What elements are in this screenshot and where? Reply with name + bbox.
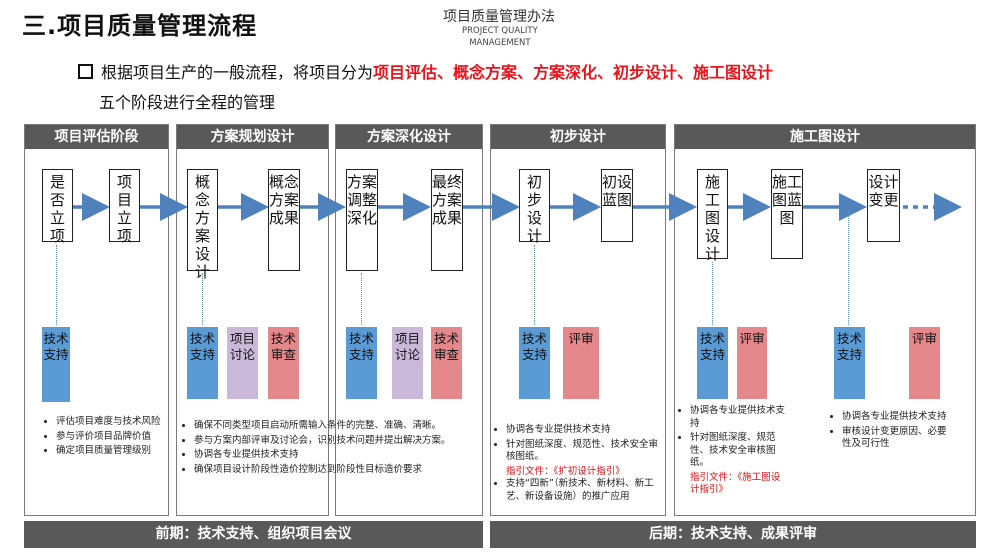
stage-box: 最终方案成果 (431, 169, 463, 271)
note-item: 评估项目难度与技术风险 (56, 416, 162, 429)
logo-subtitle-line1: PROJECT QUALITY (462, 26, 538, 36)
tag-review: 评审 (909, 327, 940, 399)
intro-line2: 五个阶段进行全程的管理 (99, 93, 276, 112)
intro-text: 根据项目生产的一般流程，将项目分为项目评估、概念方案、方案深化、初步设计、施工图… (78, 58, 773, 118)
tag-tech-support: 技术支持 (697, 327, 728, 399)
note-item: 协调各专业提供技术支持 (506, 424, 662, 437)
logo-subtitle-line2: MANAGEMENT (469, 38, 531, 48)
column-header: 初步设计 (491, 125, 665, 149)
stage-box: 初步设计 (519, 169, 550, 245)
footer-early-phase: 前期：技术支持、组织项目会议 (24, 521, 483, 548)
column-header: 项目评估阶段 (25, 125, 168, 149)
tag-review: 评审 (737, 327, 767, 399)
note-item: 支持“四新”（新技术、新材料、新工艺、新设备设施）的推广应用 (506, 478, 662, 503)
note-item: 审核设计变更原因、必要性及可行性 (842, 426, 954, 451)
note-item: 针对图纸深度、规范性、技术安全审核图纸。 (690, 432, 788, 470)
stage-box: 项目立项 (109, 169, 140, 245)
notes-project-evaluation: 评估项目难度与技术风险 参与评价项目品牌价值 确定项目质量管理级别 (42, 416, 162, 460)
bullet-square-icon (78, 64, 93, 79)
tag-tech-review: 技术审查 (268, 327, 299, 399)
intro-prefix: 根据项目生产的一般流程，将项目分为 (101, 63, 374, 82)
column-scheme-planning: 方案规划设计 (176, 124, 329, 516)
stage-box: 方案调整深化 (346, 169, 378, 271)
note-item: 针对图纸深度、规范性、技术安全审核图纸。 (506, 439, 662, 464)
note-item: 确定项目质量管理级别 (56, 445, 162, 458)
notes-scheme: 确保不同类型项目启动所需输入条件的完整、准确、清晰。 参与方案内部评审及讨论会，… (180, 420, 470, 478)
note-item: 协调各专业提供技术支持 (842, 411, 954, 424)
stage-box: 施工图蓝图 (771, 169, 803, 259)
note-item: 确保不同类型项目启动所需输入条件的完整、准确、清晰。 (194, 420, 470, 433)
tag-tech-support: 技术支持 (42, 327, 70, 402)
tag-project-discussion: 项目讨论 (392, 327, 423, 399)
column-header: 施工图设计 (675, 125, 975, 149)
dotted-connector (202, 273, 203, 325)
notes-preliminary: 协调各专业提供技术支持 针对图纸深度、规范性、技术安全审核图纸。 指引文件：《扩… (492, 424, 662, 505)
dotted-connector (712, 262, 713, 325)
stage-box: 施工图设计 (697, 169, 728, 263)
note-item: 参与方案内部评审及讨论会，识别技术问题并提出解决方案。 (194, 435, 470, 448)
column-header: 方案规划设计 (177, 125, 328, 149)
stage-box: 概念方案设计 (187, 169, 218, 281)
notes-construction-b: 协调各专业提供技术支持 审核设计变更原因、必要性及可行性 (828, 411, 954, 453)
stage-box: 设计变更 (867, 169, 900, 242)
note-item: 确保项目设计阶段性造价控制达到阶段性目标造价要求 (194, 464, 470, 477)
guide-reference: 指引文件：《扩初设计指引》 (506, 465, 625, 477)
dotted-connector (361, 273, 362, 325)
stage-box: 初设蓝图 (601, 169, 633, 242)
tag-review: 评审 (563, 327, 599, 399)
tag-tech-support: 技术支持 (834, 327, 865, 399)
guide-reference: 指引文件：《施工图设计指引》 (690, 471, 781, 496)
intro-highlight: 项目评估、概念方案、方案深化、初步设计、施工图设计 (373, 63, 774, 82)
dotted-connector (848, 210, 849, 325)
logo-subtitle: PROJECT QUALITY MANAGEMENT (462, 25, 538, 49)
note-item: 参与评价项目品牌价值 (56, 431, 162, 444)
dotted-connector (534, 245, 535, 325)
stage-box: 概念方案成果 (268, 169, 300, 271)
page-title: 三.项目质量管理流程 (22, 12, 258, 40)
tag-tech-support: 技术支持 (346, 327, 377, 399)
notes-construction-a: 协调各专业提供技术支持 针对图纸深度、规范性、技术安全审核图纸。 指引文件：《施… (676, 405, 788, 497)
footer-late-phase: 后期：技术支持、成果评审 (490, 521, 976, 548)
note-item: 协调各专业提供技术支持 (194, 449, 470, 462)
tag-project-discussion: 项目讨论 (227, 327, 258, 399)
note-item: 协调各专业提供技术支持 (690, 405, 788, 430)
column-header: 方案深化设计 (336, 125, 482, 149)
tag-tech-support: 技术支持 (519, 327, 550, 399)
stage-box: 是否立项 (42, 169, 73, 245)
tag-tech-review: 技术审查 (431, 327, 462, 399)
tag-tech-support: 技术支持 (187, 327, 218, 399)
dotted-connector (56, 245, 57, 325)
logo-title: 项目质量管理办法 (443, 9, 555, 25)
